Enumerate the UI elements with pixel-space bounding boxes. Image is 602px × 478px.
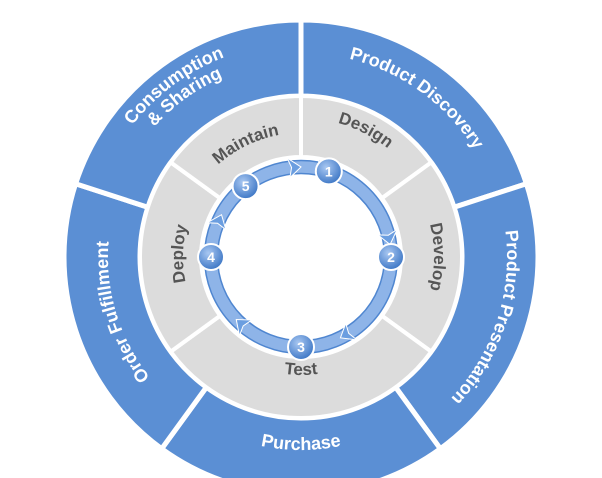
inner-label-develop: Develop [426,221,449,293]
svg-text:1: 1 [325,163,333,179]
svg-text:5: 5 [242,178,250,194]
cycle-arrowhead-icon [205,214,227,231]
svg-text:3: 3 [297,339,305,355]
cycle-arrowhead-icon [376,228,399,246]
inner-label-deploy: Deploy [168,222,191,285]
inner-label-test: Test [284,359,319,379]
step-badges: 1 2 3 4 5 [197,157,405,361]
cycle-arrowhead-icon [339,321,359,341]
outer-ring [61,17,541,478]
svg-text:2: 2 [387,249,395,265]
svg-text:4: 4 [207,249,215,265]
step-badge-2: 2 [377,243,405,271]
step-badge-4: 4 [197,243,225,271]
inner-segment-test [167,312,435,420]
outer-label-purchase: Purchase [260,430,342,454]
inner-ring [138,93,464,420]
step-badge-5: 5 [231,172,260,201]
cycle-arrowhead-icon [285,156,302,180]
step-badge-1: 1 [314,157,343,186]
cycle-arrowhead-icon [235,318,254,338]
step-badge-3: 3 [287,333,315,361]
